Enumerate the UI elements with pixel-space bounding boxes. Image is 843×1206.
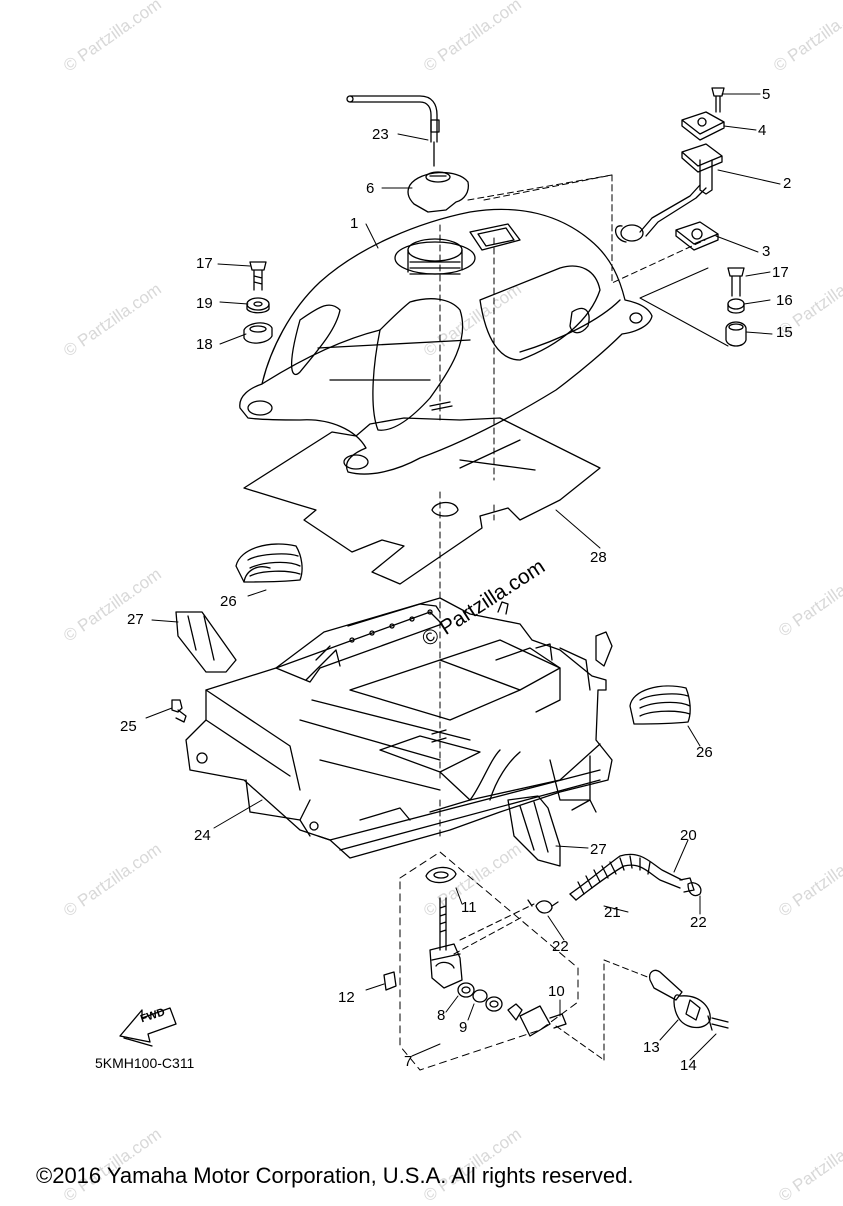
callout-14: 14 [680, 1057, 697, 1074]
callout-23: 23 [372, 126, 389, 143]
callout-26-left: 26 [220, 593, 237, 610]
callout-15: 15 [776, 324, 793, 341]
callout-2: 2 [783, 175, 792, 192]
callout-22-right: 22 [690, 914, 707, 931]
callout-25: 25 [120, 718, 137, 735]
callout-3: 3 [762, 243, 771, 260]
callout-27-left: 27 [127, 611, 144, 628]
callout-7: 7 [404, 1053, 413, 1070]
callout-1: 1 [350, 215, 359, 232]
tank-mount-left-hardware [243, 261, 273, 344]
fuel-cock-knob [555, 959, 729, 1061]
mounting-bolt [171, 699, 187, 723]
callout-16: 16 [776, 292, 793, 309]
callout-26-right: 26 [696, 744, 713, 761]
breather-hose [346, 95, 440, 167]
callout-8: 8 [437, 1007, 446, 1024]
tank-frame [185, 597, 613, 859]
damper-right [629, 685, 691, 725]
callout-11: 11 [461, 899, 477, 916]
diagram-code: 5KMH100-C311 [95, 1055, 195, 1071]
callout-17-right: 17 [772, 264, 789, 281]
callout-4: 4 [758, 122, 767, 139]
leader-line [639, 267, 729, 347]
callout-leaders [145, 93, 781, 1061]
fuel-sender-assembly [615, 87, 725, 251]
callout-24: 24 [194, 827, 211, 844]
fuel-cap [407, 171, 470, 213]
callout-22-lower: 22 [552, 938, 569, 955]
callout-20: 20 [680, 827, 697, 844]
tank-mount-right-hardware [725, 267, 747, 347]
callout-28: 28 [590, 549, 607, 566]
tank-pad [243, 417, 601, 585]
copyright-notice: ©2016 Yamaha Motor Corporation, U.S.A. A… [36, 1163, 634, 1188]
forward-arrow-icon [119, 1007, 177, 1047]
callout-18: 18 [196, 336, 213, 353]
callout-9: 9 [459, 1019, 468, 1036]
callout-19: 19 [196, 295, 213, 312]
fuel-tank [239, 208, 653, 475]
guard-plate-left [175, 611, 237, 673]
sender-leader-lines [439, 174, 706, 841]
guard-plate-right [507, 795, 561, 867]
callout-6: 6 [366, 180, 375, 197]
fuel-cock-assembly [383, 851, 579, 1071]
damper-left [235, 543, 303, 583]
callout-13: 13 [643, 1039, 660, 1056]
callout-17-left: 17 [196, 255, 213, 272]
callout-12: 12 [338, 989, 355, 1006]
fuel-hose [527, 853, 702, 914]
callout-21: 21 [604, 904, 621, 921]
callout-10: 10 [548, 983, 565, 1000]
callout-5: 5 [762, 86, 771, 103]
callout-27-right: 27 [590, 841, 607, 858]
